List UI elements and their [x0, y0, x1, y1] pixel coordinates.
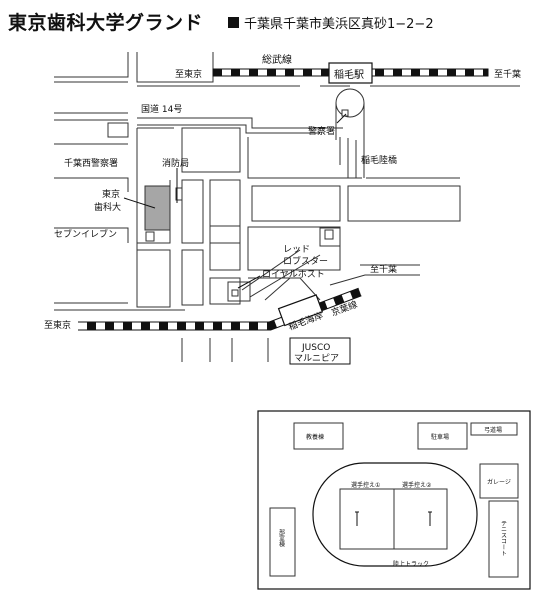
building-block: [107, 122, 129, 138]
area-map: [54, 52, 520, 362]
building-block: [54, 227, 129, 243]
royal-host-leader: [237, 275, 261, 289]
building-block: [54, 177, 129, 192]
red-lobster-marker: [324, 229, 334, 240]
keiyo-line-inner: [78, 288, 362, 330]
police-leader: [336, 113, 347, 124]
jusco-label-1: JUSCO: [301, 343, 330, 353]
seven-eleven-label: セブンイレブン: [54, 228, 117, 240]
chiba-nishi-police-label: 千葉西警察署: [64, 157, 118, 169]
road-line: [181, 127, 241, 173]
building-block: [181, 179, 204, 244]
garage-building: [479, 463, 519, 499]
clubhouse-building: [269, 507, 296, 577]
royal-host-marker: [231, 289, 239, 297]
tdc-leader: [123, 197, 156, 209]
bullpen1-marker: [355, 511, 359, 526]
building-block: [319, 227, 341, 247]
tdc-building: [144, 185, 171, 231]
route14-label: 国道 14号: [141, 103, 182, 115]
building-block: [181, 249, 204, 306]
jusco-box: [289, 337, 351, 365]
seven-eleven-marker: [145, 231, 155, 242]
road-line: [137, 124, 320, 134]
to-tokyo-bottom-label: 至東京: [44, 319, 71, 331]
to-chiba-top-label: 至千葉: [494, 68, 521, 80]
to-chiba-bottom-label: 至千葉: [370, 263, 397, 275]
jusco-label-2: マルニピア: [294, 353, 339, 364]
road-line: [264, 277, 291, 301]
garage-label: ガレージ: [487, 478, 511, 486]
inage-station-box: [328, 62, 373, 84]
archery-label: 弓道場: [484, 426, 502, 434]
road-line: [241, 249, 301, 291]
parking-label: 駐車場: [431, 433, 449, 441]
classroom-building: [293, 422, 344, 450]
building-block: [227, 281, 251, 302]
square-bullet-icon: [228, 17, 239, 28]
red-lobster-label-1: レッド: [283, 245, 310, 255]
bullpen1-label: 選手控え①: [351, 481, 380, 489]
building-block: [247, 226, 341, 271]
road-line: [136, 52, 214, 83]
bullpen2-marker: [428, 511, 432, 526]
building-block: [347, 185, 461, 222]
track-label: 陸上トラック: [393, 560, 429, 568]
road-line: [329, 274, 420, 286]
police-marker: [341, 109, 349, 117]
road-line: [248, 277, 321, 301]
clubhouse-label: 部室棟: [278, 528, 285, 548]
parking-lot: [417, 422, 468, 450]
building-block: [136, 249, 171, 308]
address: 千葉県千葉市美浜区真砂1−2−2: [228, 13, 434, 32]
building-block: [209, 277, 241, 305]
sobu-line-label: 総武線: [262, 53, 292, 66]
road-line: [54, 52, 129, 78]
station-roundabout: [335, 88, 365, 118]
building-block: [251, 185, 341, 222]
classroom-label: 教養棟: [306, 433, 324, 441]
inage-station-label: 稲毛駅: [334, 69, 364, 81]
building-block: [209, 179, 241, 244]
field-right: [393, 488, 448, 550]
bullpen2-label: 選手控え②: [402, 481, 432, 489]
road-line: [249, 254, 321, 298]
address-text: 千葉県千葉市美浜区真砂1−2−2: [244, 17, 434, 32]
tdc-label-2: 歯科大: [94, 201, 121, 213]
royal-host-label: ロイヤルホスト: [262, 269, 325, 280]
red-lobster-label-2: ロブスター: [283, 255, 328, 267]
field-left: [339, 488, 395, 550]
tdc-label-1: 東京: [102, 188, 120, 200]
page-title: 東京歯科大学グランド: [8, 12, 204, 34]
tennis-court: [488, 500, 519, 578]
tennis-label: テニスコート: [500, 520, 507, 556]
building-block: [209, 225, 241, 271]
road-line: [137, 117, 343, 129]
inage-kaigan-box: [277, 294, 324, 327]
inage-bridge-label: 稲毛陸橋: [361, 154, 397, 166]
fire-station-label: 消防局: [162, 157, 189, 169]
archery-range: [470, 422, 518, 436]
building-block: [175, 187, 183, 201]
police-label: 警察署: [308, 125, 335, 137]
road-line: [247, 137, 362, 179]
to-tokyo-top-label: 至東京: [175, 68, 202, 80]
